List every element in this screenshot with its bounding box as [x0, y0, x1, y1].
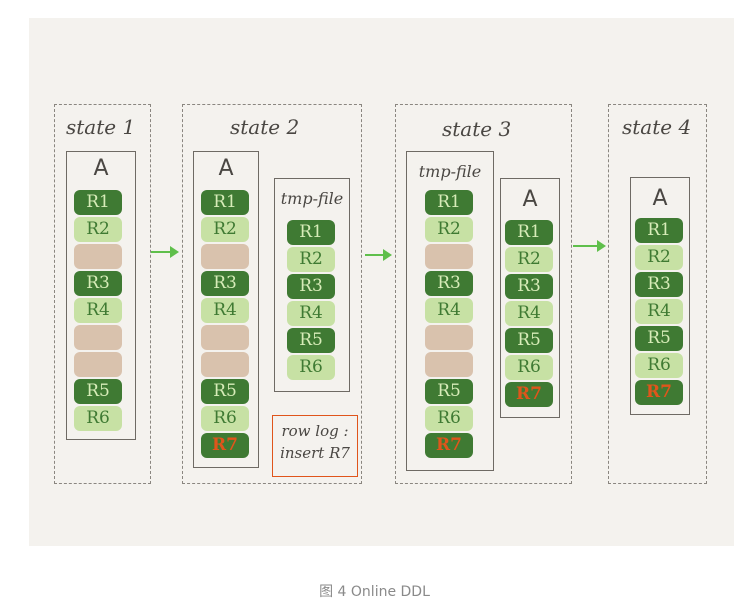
- empty-slot: [425, 325, 473, 350]
- arrow-state-1-to-2: [151, 246, 179, 258]
- row-r5: R5: [74, 379, 122, 404]
- row-r2: R2: [287, 247, 335, 272]
- row-r2: R2: [505, 247, 553, 272]
- table-name: A: [93, 156, 109, 181]
- empty-slot: [201, 352, 249, 377]
- row-r6: R6: [425, 406, 473, 431]
- table-name: A: [652, 186, 668, 211]
- row-r7: R7: [635, 380, 683, 405]
- row-r4: R4: [425, 298, 473, 323]
- row-r4: R4: [505, 301, 553, 326]
- row-r5: R5: [287, 328, 335, 353]
- row-r5: R5: [635, 326, 683, 351]
- row-r1: R1: [505, 220, 553, 245]
- row-r7: R7: [505, 382, 553, 407]
- row-r5: R5: [425, 379, 473, 404]
- empty-slot: [201, 325, 249, 350]
- row-r3: R3: [425, 271, 473, 296]
- row-r4: R4: [74, 298, 122, 323]
- empty-slot: [201, 244, 249, 269]
- empty-slot: [425, 244, 473, 269]
- row-r1: R1: [425, 190, 473, 215]
- state-1-box: [54, 104, 151, 484]
- state-4-label: state 4: [622, 115, 692, 139]
- row-r1: R1: [74, 190, 122, 215]
- table-name: tmp-file: [418, 162, 482, 181]
- row-log-title: row log :: [281, 422, 349, 440]
- empty-slot: [425, 352, 473, 377]
- row-r3: R3: [635, 272, 683, 297]
- diagram-panel: [29, 18, 734, 546]
- row-r7: R7: [201, 433, 249, 458]
- row-r6: R6: [201, 406, 249, 431]
- row-r6: R6: [74, 406, 122, 431]
- state-2-label: state 2: [230, 115, 300, 139]
- empty-slot: [74, 352, 122, 377]
- row-r5: R5: [505, 328, 553, 353]
- row-r3: R3: [74, 271, 122, 296]
- empty-slot: [74, 244, 122, 269]
- state-4-box: [608, 104, 707, 484]
- row-r3: R3: [201, 271, 249, 296]
- row-r1: R1: [635, 218, 683, 243]
- table-name: A: [522, 187, 538, 212]
- table-name: A: [218, 156, 234, 181]
- row-r6: R6: [287, 355, 335, 380]
- row-r1: R1: [287, 220, 335, 245]
- table-name: tmp-file: [280, 189, 344, 208]
- row-r5: R5: [201, 379, 249, 404]
- row-r3: R3: [287, 274, 335, 299]
- state-2-box: [182, 104, 362, 484]
- row-r2: R2: [201, 217, 249, 242]
- figure-caption: 图 4 Online DDL: [319, 584, 430, 600]
- row-r2: R2: [74, 217, 122, 242]
- row-r4: R4: [635, 299, 683, 324]
- state-1-label: state 1: [66, 115, 136, 139]
- row-r1: R1: [201, 190, 249, 215]
- state-3-label: state 3: [442, 117, 512, 141]
- row-log-box: row log : insert R7: [272, 415, 358, 477]
- row-r2: R2: [635, 245, 683, 270]
- empty-slot: [74, 325, 122, 350]
- state-3-box: [395, 104, 572, 484]
- row-r4: R4: [201, 298, 249, 323]
- row-r2: R2: [425, 217, 473, 242]
- row-r3: R3: [505, 274, 553, 299]
- arrow-state-2-to-3: [365, 249, 392, 261]
- row-r6: R6: [635, 353, 683, 378]
- row-log-entry: insert R7: [280, 444, 350, 462]
- row-r4: R4: [287, 301, 335, 326]
- arrow-state-3-to-4: [573, 240, 606, 252]
- row-r6: R6: [505, 355, 553, 380]
- row-r7: R7: [425, 433, 473, 458]
